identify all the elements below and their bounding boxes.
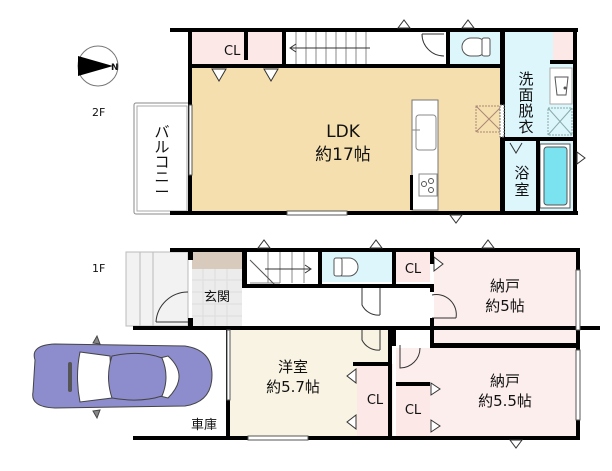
storage-room-1-label: 納戸 bbox=[490, 277, 520, 295]
closet-2f-label: CL bbox=[224, 44, 241, 59]
western-room-label: 洋室 bbox=[278, 358, 308, 376]
svg-text:浴: 浴 bbox=[514, 164, 529, 182]
closet-1f-a-label: CL bbox=[405, 262, 422, 277]
compass-icon: N bbox=[77, 45, 119, 87]
floor-label-2f: 2F bbox=[92, 106, 105, 119]
closet-1f-a bbox=[396, 252, 430, 282]
svg-text:洗: 洗 bbox=[518, 70, 533, 88]
western-room bbox=[230, 326, 357, 436]
closet-1f-b bbox=[357, 364, 393, 436]
bathroom-label: 浴 室 bbox=[514, 164, 529, 199]
svg-text:面: 面 bbox=[518, 86, 533, 104]
svg-text:脱: 脱 bbox=[518, 102, 533, 120]
sink-icon bbox=[554, 76, 569, 96]
bathtub-icon bbox=[543, 146, 568, 206]
toilet-icon bbox=[333, 257, 359, 277]
svg-text:衣: 衣 bbox=[518, 118, 533, 136]
storage-room-2-size: 約5.5帖 bbox=[478, 392, 532, 410]
entrance-label: 玄関 bbox=[204, 290, 230, 305]
garage-label: 車庫 bbox=[191, 418, 217, 433]
washroom-label: 洗 面 脱 衣 bbox=[518, 70, 533, 136]
svg-text:ル: ル bbox=[154, 138, 169, 156]
porch bbox=[125, 251, 189, 327]
floor-label-1f: 1F bbox=[92, 262, 105, 275]
storage-room-1-size: 約5帖 bbox=[485, 297, 525, 315]
svg-text:ー: ー bbox=[154, 183, 169, 201]
floor-2f: CL LDK 約17帖 バ ル コ ニ ー 洗 面 脱 衣 浴 室 bbox=[133, 19, 586, 224]
closet-2f bbox=[192, 32, 282, 67]
closet-1f-c-label: CL bbox=[405, 403, 422, 418]
storage-room-2-label: 納戸 bbox=[490, 372, 520, 390]
ldk-room bbox=[192, 68, 505, 212]
closet-1f-c bbox=[396, 386, 430, 436]
ldk-size: 約17帖 bbox=[315, 145, 371, 165]
floor-1f: 玄関 洋室 約5.7帖 納戸 約5帖 納戸 約5.5帖 CL CL CL 車庫 bbox=[32, 239, 600, 449]
svg-text:ニ: ニ bbox=[154, 168, 169, 186]
car-icon bbox=[32, 334, 213, 420]
ldk-label: LDK bbox=[326, 122, 361, 142]
closet-1f-b-label: CL bbox=[367, 393, 384, 408]
balcony-label: バ ル コ ニ ー bbox=[154, 123, 169, 201]
svg-text:バ: バ bbox=[154, 123, 169, 141]
kitchen-sink-icon bbox=[415, 114, 437, 151]
svg-text:N: N bbox=[111, 63, 119, 73]
svg-text:室: 室 bbox=[514, 181, 529, 199]
western-room-size: 約5.7帖 bbox=[266, 378, 320, 396]
toilet-icon bbox=[461, 37, 491, 57]
svg-text:コ: コ bbox=[154, 153, 169, 171]
stairs-1f[interactable] bbox=[250, 252, 320, 288]
